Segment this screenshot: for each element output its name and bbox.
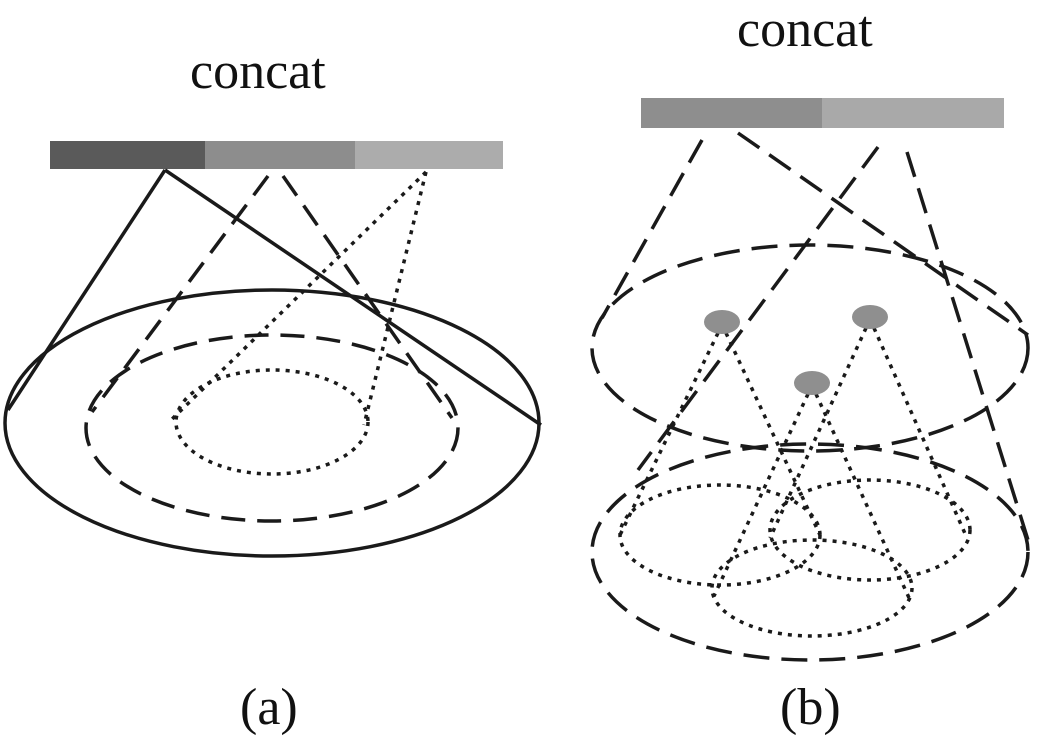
panel-b-cone-1-left-edge: [600, 139, 704, 319]
panel-b-bar-segment-2: [822, 98, 1004, 128]
panel-a-dotted-cone-right-edge: [362, 171, 428, 426]
panel-a-solid-cone: [3, 168, 542, 558]
panel-b-caption: (b): [780, 679, 841, 736]
panel-b-node-1-cone-left-edge: [618, 332, 720, 536]
panel-a-dashed-cone: [84, 174, 460, 523]
panel-b-bar-segment-1: [641, 98, 822, 128]
panel-b-nodes: [704, 305, 888, 395]
panel-b-dotted-ellipse-right: [768, 478, 972, 582]
panel-b-cone-1-right-edge: [905, 151, 1030, 541]
panel-b-node-2-cone-right-edge: [872, 327, 969, 539]
panel-b-node-2: [852, 305, 888, 329]
panel-b: [590, 98, 1030, 662]
panel-b-node-3-cone-left-edge: [712, 393, 810, 597]
panel-b-upper-dashed-ellipse: [590, 243, 1030, 453]
panel-b-node-3: [794, 371, 830, 395]
panel-b-lower-dashed-ellipse: [590, 442, 1030, 662]
panel-a-solid-cone-left-edge: [6, 169, 167, 411]
panel-b-title: concat: [737, 1, 873, 58]
panel-b-node-3-cone-right-edge: [814, 393, 912, 601]
panel-b-dotted-ellipse-left: [618, 483, 822, 587]
panel-a-dashed-cone-right-edge: [281, 174, 454, 420]
panel-b-cone-2-right-edge: [736, 131, 1030, 337]
panel-b-node-1-cone-right-edge: [724, 332, 822, 536]
panel-a-caption: (a): [240, 679, 298, 736]
panel-a-concat-bar: [50, 141, 503, 169]
panel-b-dotted-ellipse-bottom: [710, 538, 914, 638]
panel-a-bar-segment-3: [355, 141, 503, 169]
panel-a-bar-segment-2: [205, 141, 355, 169]
panel-b-dashed-cones: [590, 131, 1030, 662]
panel-b-node-1: [704, 310, 740, 334]
panel-a-dotted-ellipse: [174, 368, 370, 476]
panel-b-dotted-cones: [618, 327, 972, 638]
panel-a-bar-segment-1: [50, 141, 205, 169]
panel-b-node-2-cone-left-edge: [768, 327, 868, 539]
panel-a: [3, 141, 542, 558]
panel-a-title: concat: [190, 43, 326, 100]
panel-a-dashed-ellipse: [84, 333, 460, 523]
panel-b-cone-2-left-edge: [636, 145, 880, 472]
panel-a-dashed-cone-left-edge: [90, 174, 270, 414]
panel-b-concat-bar: [641, 98, 1004, 128]
panel-a-dotted-cone: [168, 170, 428, 476]
panel-a-solid-ellipse: [3, 288, 541, 558]
